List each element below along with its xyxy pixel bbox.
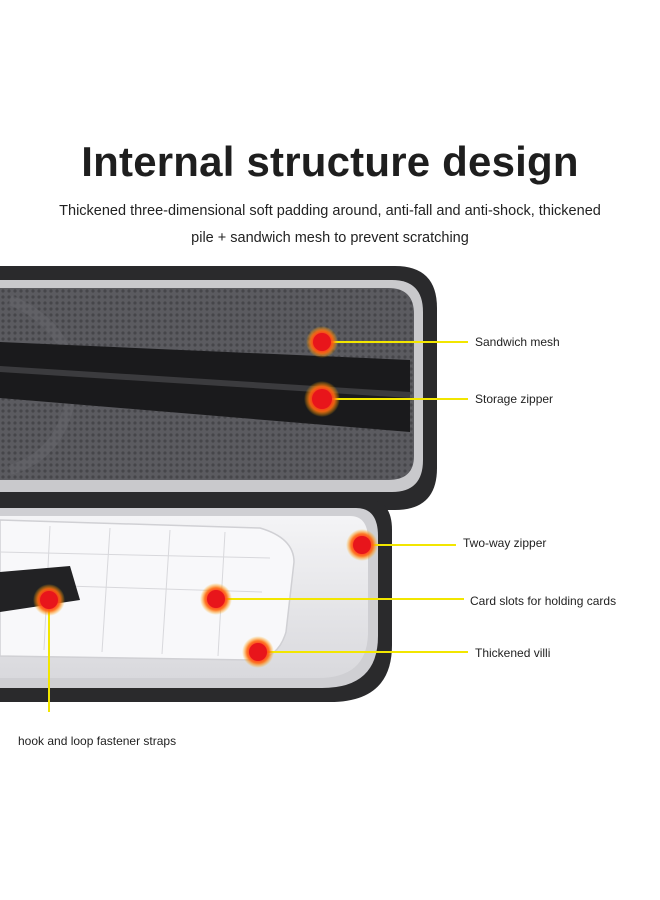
page-subtitle: Thickened three-dimensional soft padding…	[40, 198, 620, 252]
callout-two-way-zipper: Two-way zipper	[463, 536, 547, 550]
page-title: Internal structure design	[81, 138, 579, 185]
subtitle-line-1: Thickened three-dimensional soft padding…	[59, 203, 601, 219]
callout-thickened-villi: Thickened villi	[475, 646, 551, 660]
callout-card-slots: Card slots for holding cards	[470, 594, 617, 608]
markers	[33, 326, 378, 668]
callout-storage-zipper: Storage zipper	[475, 392, 554, 406]
callout-hook-loop: hook and loop fastener straps	[18, 734, 177, 748]
callout-sandwich-mesh: Sandwich mesh	[475, 335, 560, 349]
subtitle-line-2: pile + sandwich mesh to prevent scratchi…	[191, 230, 469, 246]
